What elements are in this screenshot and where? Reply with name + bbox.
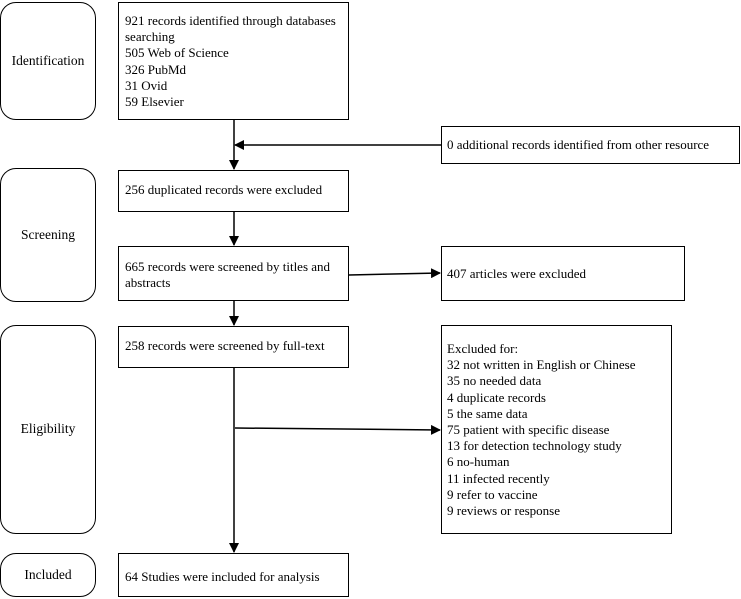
stage-eligibility: Eligibility	[0, 325, 96, 534]
arrow-fulltext-to-reasons	[234, 424, 441, 435]
excluded-reason-line: Excluded for:	[447, 341, 519, 356]
studies-included-text: 64 Studies were included for analysis	[125, 569, 320, 584]
duplicates-excluded-box: 256 duplicated records were excluded	[118, 170, 349, 212]
screened-titles-box: 665 records were screened by titles and …	[118, 246, 349, 301]
records-identified-box: 921 records identified through databases…	[118, 2, 349, 120]
records-identified-line: 59 Elsevier	[125, 94, 184, 110]
excluded-reason-line: 35 no needed data	[447, 373, 542, 389]
records-identified-line: 326 PubMd	[125, 61, 187, 77]
excluded-reason-line: 5 the same data	[447, 405, 528, 421]
excluded-reason-line: 4 duplicate records	[447, 389, 546, 405]
arrow-screened-to-excluded	[348, 268, 441, 279]
records-identified-line: 921 records identified through databases	[125, 13, 336, 28]
excluded-reason-line: 9 refer to vaccine	[447, 486, 538, 502]
duplicates-excluded-text: 256 duplicated records were excluded	[125, 182, 323, 197]
excluded-reason-line: 13 for detection technology study	[447, 438, 622, 454]
records-identified-line: 31 Ovid	[125, 77, 168, 93]
studies-included-box: 64 Studies were included for analysis	[118, 553, 349, 597]
stage-screening-label: Screening	[21, 226, 75, 242]
screened-titles-line: 665 records were screened by titles and	[125, 259, 331, 274]
articles-excluded-text: 407 articles were excluded	[447, 266, 586, 281]
additional-records-box: 0 additional records identified from oth…	[441, 126, 740, 164]
excluded-reason-line: 6 no-human	[447, 454, 510, 470]
screened-titles-line: abstracts	[125, 275, 171, 291]
excluded-reason-line: 75 patient with specific disease	[447, 422, 610, 438]
excluded-reasons-box: Excluded for: 32 not written in English …	[441, 325, 672, 534]
excluded-reason-line: 9 reviews or response	[447, 503, 560, 519]
screened-fulltext-text: 258 records were screened by full-text	[125, 338, 325, 353]
articles-excluded-box: 407 articles were excluded	[441, 246, 685, 301]
stage-identification: Identification	[0, 2, 96, 120]
records-identified-line: searching	[125, 29, 175, 45]
stage-included-label: Included	[24, 566, 72, 582]
stage-screening: Screening	[0, 168, 96, 302]
excluded-reason-line: 32 not written in English or Chinese	[447, 357, 636, 373]
records-identified-line: 505 Web of Science	[125, 45, 229, 61]
additional-records-text: 0 additional records identified from oth…	[447, 137, 710, 152]
excluded-reason-line: 11 infected recently	[447, 470, 550, 486]
screened-fulltext-box: 258 records were screened by full-text	[118, 326, 349, 368]
stage-eligibility-label: Eligibility	[20, 421, 76, 437]
stage-included: Included	[0, 553, 96, 597]
stage-identification-label: Identification	[11, 52, 85, 68]
